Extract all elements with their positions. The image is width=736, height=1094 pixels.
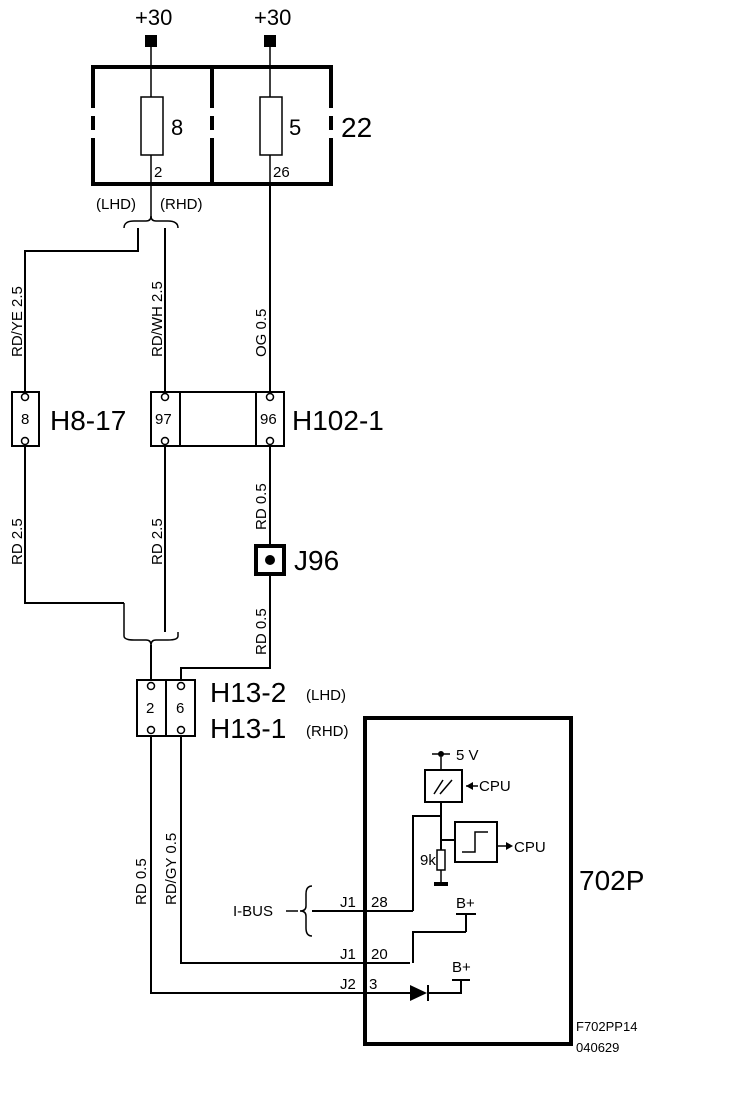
connector-h102-pin-97: 97 <box>155 411 172 428</box>
module-cpu-label-1: CPU <box>479 778 511 795</box>
supply-label-right: +30 <box>254 5 291 30</box>
connector-h13-1-variant: (RHD) <box>306 723 349 740</box>
module-5v-label: 5 V <box>456 747 479 764</box>
variant-brace-bottom <box>123 603 179 646</box>
variant-rhd: (RHD) <box>160 196 203 213</box>
fuse-5 <box>259 96 283 156</box>
supply-terminal-right <box>264 35 276 47</box>
module-pin-3: 3 <box>369 976 377 993</box>
fusebox-label: 22 <box>341 112 372 143</box>
bplus-switch-wire <box>412 931 466 963</box>
wire-label-w1: RD/YE 2.5 <box>9 286 26 357</box>
module-j1-label-a: J1 <box>340 894 356 911</box>
connector-h102-label: H102-1 <box>292 405 384 436</box>
connector-h102-pin-96: 96 <box>260 411 277 428</box>
module-pin-28: 28 <box>371 894 388 911</box>
wire-label-w5: RD 2.5 <box>149 518 166 565</box>
connector-h13-pin-2: 2 <box>146 700 154 717</box>
wire-label-w3: OG 0.5 <box>253 309 270 357</box>
supply-label-left: +30 <box>135 5 172 30</box>
ibus-label: I-BUS <box>233 903 273 920</box>
wire-rd-to-j2 <box>150 736 410 994</box>
connector-h13-2-label: H13-2 <box>210 677 286 708</box>
wire-label-w4: RD 2.5 <box>9 518 26 565</box>
module-702p <box>363 716 573 1046</box>
connector-h102-1 <box>150 391 285 447</box>
fuse-8 <box>140 96 164 156</box>
wire-label-w7: RD 0.5 <box>253 608 270 655</box>
wire-rd-2-5-left <box>24 446 124 604</box>
fusebox-pin-left: 2 <box>154 164 162 181</box>
wire-label-w6: RD 0.5 <box>253 483 270 530</box>
footer-code: F702PP14 <box>576 1019 637 1034</box>
wire-rd-0-5-lower <box>180 574 271 680</box>
wire-label-w9: RD/GY 0.5 <box>163 833 180 905</box>
connector-h13-1-label: H13-1 <box>210 713 286 744</box>
connector-h13-pin-6: 6 <box>176 700 184 717</box>
resistor-9k <box>436 849 446 871</box>
resistor-label: 9k <box>420 852 436 869</box>
module-label: 702P <box>579 865 644 896</box>
supply-terminal-left <box>145 35 157 47</box>
fuse-number-left: 8 <box>171 115 183 140</box>
wire-label-w2: RD/WH 2.5 <box>149 281 166 357</box>
connector-h13 <box>136 679 196 737</box>
wire-rd-ye <box>24 228 139 392</box>
diode-arrow <box>410 985 427 1001</box>
variant-lhd: (LHD) <box>96 196 136 213</box>
transistor-switch <box>424 769 463 803</box>
fusebox-22 <box>91 65 333 186</box>
splice-j96-label: J96 <box>294 545 339 576</box>
module-bplus-label-1: B+ <box>456 895 475 912</box>
ibus-internal <box>412 815 441 911</box>
fusebox-pin-right: 26 <box>273 164 290 181</box>
wire-rd-gy-to-j1-20 <box>180 736 410 964</box>
ibus-brace <box>299 885 313 937</box>
wire-label-w8: RD 0.5 <box>133 858 150 905</box>
module-j1-label-b: J1 <box>340 946 356 963</box>
module-j2-label: J2 <box>340 976 356 993</box>
fuse-number-right: 5 <box>289 115 301 140</box>
schmitt-trigger <box>454 821 498 863</box>
variant-brace-top <box>123 215 179 229</box>
connector-h8-label: H8-17 <box>50 405 126 436</box>
footer-date: 040629 <box>576 1040 619 1055</box>
module-pin-20: 20 <box>371 946 388 963</box>
module-bplus-label-2: B+ <box>452 959 471 976</box>
connector-h13-2-variant: (LHD) <box>306 687 346 704</box>
module-cpu-label-2: CPU <box>514 839 546 856</box>
connector-h8-pin: 8 <box>21 411 29 428</box>
